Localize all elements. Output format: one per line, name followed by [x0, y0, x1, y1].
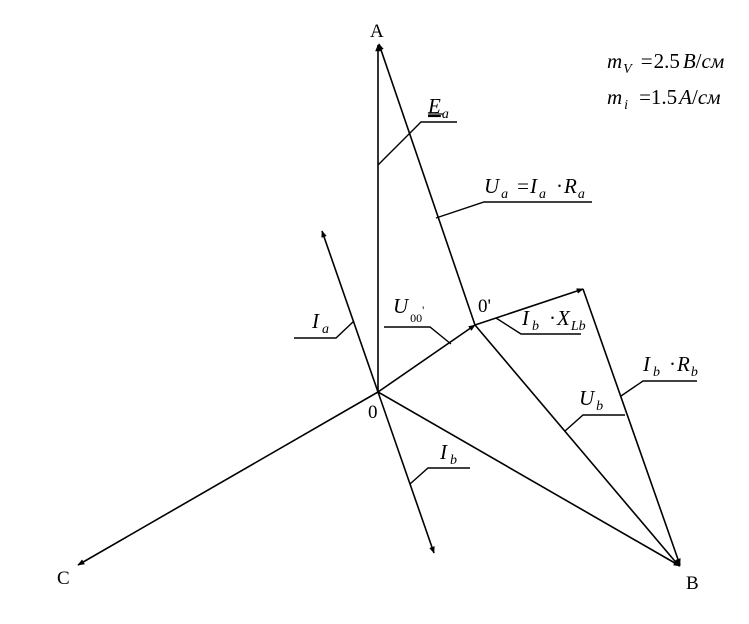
- point-B-label: B: [686, 573, 699, 594]
- vector-IbRb: [582, 288, 681, 566]
- leader-Ub: [564, 414, 625, 432]
- vector-Ib: [377, 391, 435, 554]
- leader-Ia: [294, 320, 355, 339]
- vector-Ua: [378, 43, 476, 326]
- leader-IbRb: [620, 380, 697, 397]
- leader-Ib: [409, 467, 470, 485]
- vector-0-to-B: [377, 391, 681, 567]
- label-Ea: Ea: [427, 94, 449, 122]
- vector-IbXLb: [474, 288, 584, 326]
- vector-0-to-C: [77, 391, 379, 566]
- vector-U00: [377, 324, 476, 393]
- leader-IbXLb: [495, 317, 581, 335]
- leader-U00: [384, 326, 452, 345]
- point-0prime-label: 0': [478, 296, 491, 317]
- vector-Ub: [474, 324, 680, 567]
- leader-Ea: [377, 121, 457, 166]
- point-C-label: C: [57, 568, 70, 589]
- point-A-label: A: [370, 21, 384, 42]
- point-0-label: 0: [368, 402, 378, 423]
- leader-Ua: [435, 201, 592, 219]
- vector-Ia: [321, 230, 379, 393]
